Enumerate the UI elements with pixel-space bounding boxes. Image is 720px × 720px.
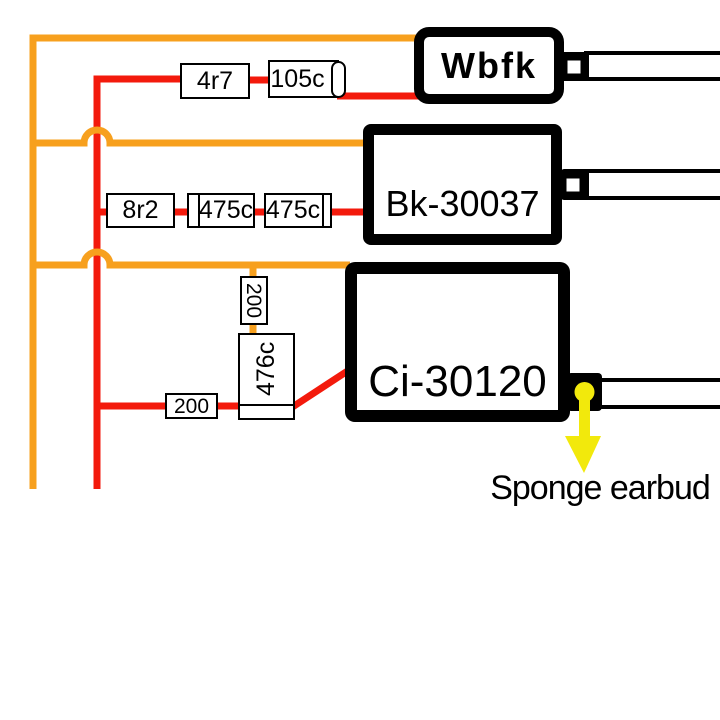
wbfk-cable <box>584 51 720 81</box>
device-label-bk-30037: Bk-30037 <box>385 183 540 224</box>
bk-connector-hole <box>566 178 580 192</box>
orange-wire-ci-with-hop <box>33 248 350 269</box>
capacitor-box-475c-second: 475c <box>264 193 332 228</box>
orange-bus-wire <box>29 34 420 489</box>
red-wire-476c-ci-diagonal <box>289 367 351 411</box>
orange-wires <box>29 34 420 489</box>
wbfk-connector-hole <box>567 60 581 74</box>
ci-cable <box>598 378 720 409</box>
resistor-value: 8r2 <box>122 196 159 224</box>
capacitor-value: 475c <box>198 196 254 224</box>
connector-tabs <box>561 52 602 411</box>
resistor-value: 4r7 <box>196 66 234 95</box>
resistor-box-200-left: 200 <box>165 393 218 419</box>
capacitor-value: 105c <box>270 64 325 93</box>
capacitor-plate-divider <box>198 195 201 226</box>
resistor-box-4r7: 4r7 <box>180 63 250 99</box>
sponge-earbud-arrow-icon <box>565 400 601 473</box>
resistor-value: 200 <box>242 282 266 319</box>
arrow-shaft <box>579 400 590 438</box>
cables <box>584 51 720 409</box>
device-box-wbfk: Wbfk <box>414 27 564 104</box>
earbud-highlight-dot <box>574 382 595 402</box>
device-box-bk-30037: Bk-30037 <box>363 124 562 245</box>
resistor-value: 200 <box>173 394 210 418</box>
capacitor-box-476c: 476c <box>238 333 295 420</box>
device-label-ci-30120: Ci-30120 <box>368 357 547 406</box>
capacitor-pill-icon <box>331 61 346 98</box>
red-bus-wire <box>93 75 185 489</box>
red-wires <box>93 75 420 489</box>
capacitor-box-475c-first: 475c <box>187 193 255 228</box>
capacitor-value: 476c <box>252 341 280 396</box>
resistor-box-8r2: 8r2 <box>106 193 175 228</box>
capacitor-value: 475c <box>265 196 321 224</box>
capacitor-box-105c: 105c <box>268 60 346 98</box>
resistor-box-200-vertical: 200 <box>240 276 268 325</box>
capacitor-plate-divider <box>322 195 325 226</box>
bk-cable <box>584 169 720 200</box>
device-box-ci-30120: Ci-30120 <box>345 262 570 422</box>
capacitor-bottom-divider <box>240 404 293 407</box>
arrow-head <box>565 436 601 473</box>
device-label-wbfk: Wbfk <box>441 44 537 86</box>
sponge-earbud-label: Sponge earbud <box>490 469 711 507</box>
orange-wire-bk-with-hop <box>33 126 368 147</box>
